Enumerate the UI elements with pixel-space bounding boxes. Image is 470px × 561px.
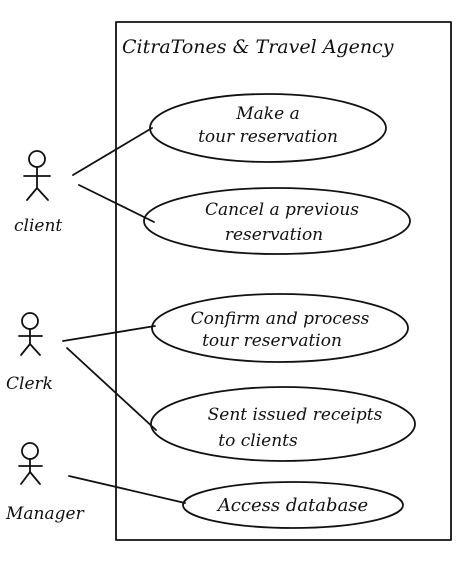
use-case-make-tour-reservation-line2: tour reservation (198, 127, 338, 147)
actor-manager-label: Manager (5, 504, 85, 524)
actor-client (23, 150, 51, 201)
actor-clerk-label: Clerk (6, 374, 53, 394)
use-case-cancel-previous-reservation-line1: Cancel a previous (205, 200, 359, 220)
actor-manager (18, 442, 43, 485)
system-boundary (115, 21, 452, 541)
use-case-send-receipts-line1: Sent issued receipts (208, 405, 383, 425)
association-client-make-reservation (72, 127, 153, 176)
association-client-cancel-reservation (78, 184, 155, 223)
actor-client-label: client (14, 216, 62, 236)
association-manager-access-database (68, 475, 186, 504)
use-case-confirm-process-reservation-line2: tour reservation (202, 331, 342, 351)
system-title: CitraTones & Travel Agency (122, 36, 394, 58)
use-case-confirm-process-reservation-line1: Confirm and process (191, 309, 370, 329)
use-case-access-database (182, 481, 404, 529)
use-case-cancel-previous-reservation-line2: reservation (225, 225, 323, 245)
use-case-cancel-previous-reservation (143, 187, 411, 255)
use-case-make-tour-reservation-line1: Make a (235, 104, 299, 124)
actor-clerk (18, 312, 43, 356)
use-case-confirm-process-reservation (151, 293, 409, 363)
association-clerk-send-receipts (66, 347, 157, 431)
use-case-make-tour-reservation (149, 93, 387, 163)
use-case-send-receipts (150, 386, 416, 462)
use-case-access-database-line1: Access database (216, 495, 368, 516)
use-case-send-receipts-line2: to clients (218, 431, 298, 451)
association-clerk-confirm-reservation (62, 325, 156, 342)
